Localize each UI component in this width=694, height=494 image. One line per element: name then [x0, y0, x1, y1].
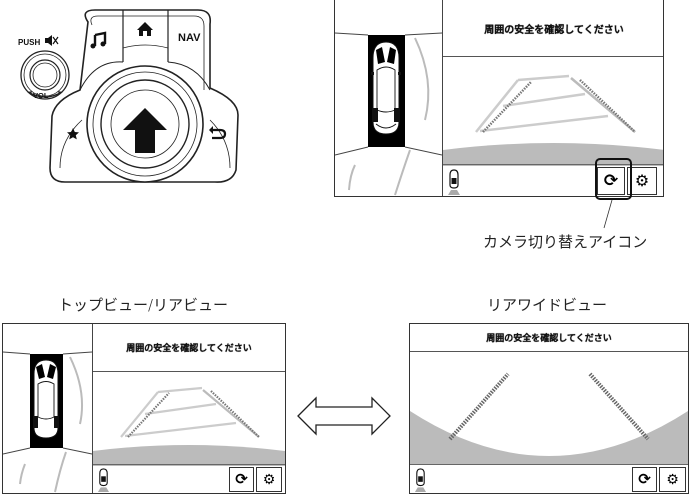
- settings-button[interactable]: ⚙: [627, 167, 657, 195]
- car-position-icon: [414, 468, 427, 492]
- top-view-panel: [3, 324, 93, 493]
- top-view-car-illustration: [335, 32, 442, 196]
- camera-switch-button[interactable]: ⟳: [229, 467, 254, 492]
- left-screen-caption: トップビュー/リアビュー: [58, 296, 229, 314]
- gear-icon: ⚙: [666, 471, 679, 488]
- rear-camera-view: [93, 386, 285, 466]
- callout-label: カメラ切り替えアイコン: [483, 233, 648, 251]
- settings-button[interactable]: ⚙: [256, 467, 282, 492]
- car-position-icon: [448, 169, 460, 195]
- camera-switch-icon: ⟳: [638, 470, 651, 488]
- camera-switch-icon: ⟳: [235, 470, 248, 488]
- up-arrow-icon: [123, 108, 167, 153]
- center-dial[interactable]: [86, 65, 204, 183]
- top-rear-view-screen: 周囲の安全を確認してください ⟳ ⚙: [2, 323, 286, 494]
- top-screen: 周囲の安全を確認してください ⟳ ⚙: [334, 0, 664, 197]
- music-icon: [93, 31, 107, 46]
- top-view-panel: [335, 0, 443, 196]
- push-label: PUSH: [18, 38, 40, 47]
- home-button[interactable]: [137, 22, 153, 36]
- warning-banner: 周囲の安全を確認してください: [410, 324, 688, 352]
- volume-knob[interactable]: [20, 50, 70, 100]
- warning-text: 周囲の安全を確認してください: [486, 334, 612, 344]
- commander-control-illustration: NAV PUSH VOL: [18, 9, 239, 183]
- car-top-view-icon: [33, 359, 59, 439]
- warning-text: 周囲の安全を確認してください: [126, 344, 252, 354]
- rear-camera-view: [443, 74, 663, 166]
- car-top-view-icon: [371, 41, 401, 135]
- warning-banner: 周囲の安全を確認してください: [443, 0, 663, 57]
- favorite-button[interactable]: [67, 128, 79, 140]
- camera-switch-button[interactable]: ⟳: [632, 467, 657, 492]
- bottom-bar: ⟳ ⚙: [93, 464, 285, 493]
- warning-text: 周囲の安全を確認してください: [484, 24, 624, 36]
- mute-icon: [45, 35, 59, 46]
- guide-lines: [475, 74, 636, 133]
- camera-switch-highlight: [595, 158, 632, 200]
- bottom-bar: ⟳ ⚙: [443, 164, 663, 196]
- gear-icon: ⚙: [634, 171, 650, 190]
- gear-icon: ⚙: [262, 471, 276, 488]
- warning-banner: 周囲の安全を確認してください: [93, 324, 285, 372]
- settings-button[interactable]: ⚙: [659, 467, 686, 492]
- commander-control: NAV PUSH VOL: [0, 0, 240, 200]
- favorite-star-icon: [67, 128, 79, 140]
- car-position-icon: [97, 468, 110, 492]
- nav-label: NAV: [178, 32, 201, 44]
- home-icon: [137, 22, 153, 36]
- back-icon: [212, 128, 227, 140]
- bottom-bar: ⟳ ⚙: [410, 464, 688, 493]
- double-arrow-icon: [297, 396, 391, 436]
- back-button[interactable]: [209, 126, 227, 140]
- nav-button[interactable]: NAV: [178, 32, 201, 44]
- vol-label: VOL: [33, 91, 49, 100]
- camera-switch-icon: ⟳: [603, 170, 619, 191]
- music-button[interactable]: [90, 31, 107, 49]
- rear-view-panel: 周囲の安全を確認してください ⟳ ⚙: [443, 0, 663, 196]
- top-view-car-illustration: [3, 351, 92, 493]
- rear-view-panel: 周囲の安全を確認してください ⟳ ⚙: [93, 324, 285, 493]
- camera-switch-button[interactable]: ⟳: [597, 167, 625, 195]
- rear-wide-camera-view: [410, 372, 688, 464]
- right-screen-caption: リアワイドビュー: [487, 296, 608, 314]
- callout-leader-line: [603, 200, 613, 229]
- rear-wide-view-screen: 周囲の安全を確認してください ⟳ ⚙: [409, 323, 689, 494]
